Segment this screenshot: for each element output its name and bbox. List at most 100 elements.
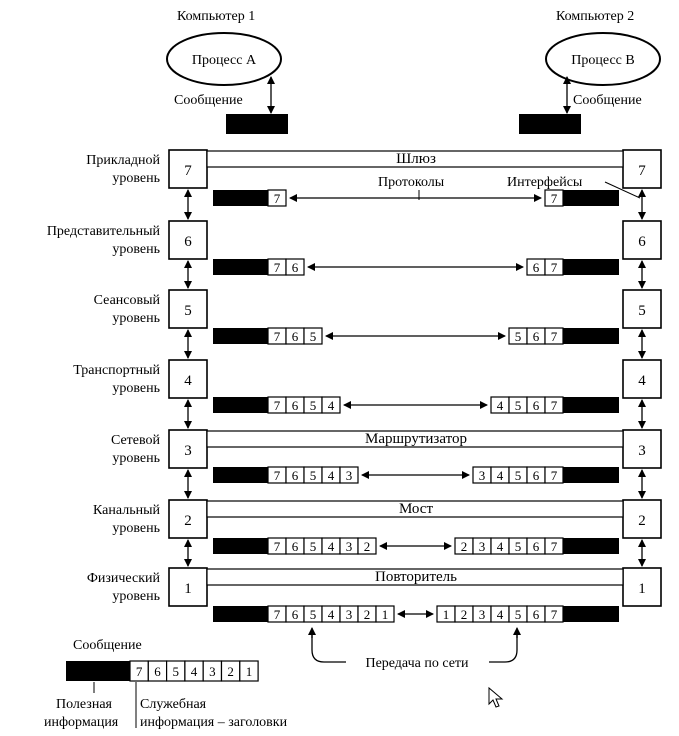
legend-header-label: 2 <box>227 664 234 679</box>
pdu-payload-right <box>563 328 619 344</box>
pdu-payload-right <box>563 538 619 554</box>
pdu-header-cell-left <box>303 327 323 345</box>
legend-message-label: Сообщение <box>73 638 142 653</box>
layer-number-right: 4 <box>638 373 646 389</box>
legend-header-label: 4 <box>191 664 198 679</box>
layer-name-suffix: уровень <box>112 242 160 257</box>
pdu-header-label-left: 5 <box>310 539 317 554</box>
pdu-header-label-left: 6 <box>292 329 299 344</box>
cursor-icon <box>488 686 504 708</box>
device-label: Маршрутизатор <box>365 431 467 447</box>
pdu-header-label-left: 5 <box>310 468 317 483</box>
layer-box-right <box>622 149 662 189</box>
pdu-header-label-right: 6 <box>533 398 540 413</box>
pdu-header-label-left: 7 <box>274 468 281 483</box>
layer-box-left <box>168 149 208 189</box>
layer-number-right: 5 <box>638 303 646 319</box>
layer-box-left <box>168 289 208 329</box>
layer-number-right: 3 <box>638 443 646 459</box>
layer-name-suffix: уровень <box>112 451 160 466</box>
layer-name-suffix: уровень <box>112 521 160 536</box>
pdu-header-label-right: 1 <box>443 607 450 622</box>
pdu-payload-left <box>213 397 268 413</box>
pdu-header-label-right: 7 <box>551 468 558 483</box>
layer-name: Сеансовый <box>94 293 161 308</box>
pdu-payload-left <box>213 467 268 483</box>
interfaces-pointer <box>604 181 641 199</box>
layer-number-left: 3 <box>184 443 192 459</box>
layer-box-right <box>622 429 662 469</box>
pdu-header-label-left: 5 <box>310 398 317 413</box>
layer-name: Физический <box>87 571 161 586</box>
pdu-header-label-left: 6 <box>292 539 299 554</box>
device-band <box>206 430 624 448</box>
pdu-header-label-right: 2 <box>461 539 468 554</box>
pdu-header-cell-left <box>357 537 377 555</box>
layer-name: Канальный <box>93 503 160 518</box>
layer-name: Сетевой <box>111 433 161 448</box>
interfaces-label: Интерфейсы <box>507 175 583 190</box>
legend-header-label: 3 <box>209 664 216 679</box>
layer-box-right <box>622 359 662 399</box>
pdu-payload-left <box>213 190 268 206</box>
pdu-payload-left <box>213 538 268 554</box>
legend-payload-line2: информация <box>44 715 119 730</box>
computer2-title: Компьютер 2 <box>556 9 634 24</box>
pdu-header-label-left: 5 <box>310 607 317 622</box>
network-bracket-left <box>311 633 346 663</box>
layer-number-left: 5 <box>184 303 192 319</box>
device-band <box>206 568 624 586</box>
pdu-header-label-left: 6 <box>292 398 299 413</box>
device-band <box>206 500 624 518</box>
layer-number-right: 6 <box>638 234 646 250</box>
pdu-header-label-right: 4 <box>497 468 504 483</box>
pdu-header-label-left: 6 <box>292 260 299 275</box>
pdu-header-label-left: 1 <box>382 607 389 622</box>
process-a-ellipse <box>166 32 282 86</box>
pdu-header-label-right: 3 <box>479 607 486 622</box>
pdu-header-label-left: 4 <box>328 539 335 554</box>
pdu-header-cell-left <box>339 466 359 484</box>
pdu-header-label-right: 6 <box>533 468 540 483</box>
pdu-header-label-right: 5 <box>515 398 522 413</box>
pdu-header-label-right: 6 <box>533 329 540 344</box>
layer-name: Транспортный <box>73 363 160 378</box>
pdu-header-label-left: 6 <box>292 607 299 622</box>
network-bracket-right <box>489 633 518 663</box>
pdu-header-label-left: 7 <box>274 539 281 554</box>
pdu-header-label-left: 2 <box>364 607 371 622</box>
layer-name-suffix: уровень <box>112 381 160 396</box>
layer-box-right <box>622 499 662 539</box>
layer-box-right <box>622 220 662 260</box>
pdu-header-label-right: 7 <box>551 607 558 622</box>
pdu-header-label-left: 3 <box>346 607 353 622</box>
layer-box-left <box>168 429 208 469</box>
pdu-header-label-left: 4 <box>328 398 335 413</box>
pdu-header-label-left: 2 <box>364 539 371 554</box>
message-b-label: Сообщение <box>573 93 642 108</box>
layer-box-right <box>622 567 662 607</box>
pdu-header-label-left: 3 <box>346 539 353 554</box>
device-band <box>206 150 624 168</box>
pdu-header-label-right: 6 <box>533 539 540 554</box>
pdu-header-label-right: 7 <box>551 191 558 206</box>
legend-payload-block <box>66 661 130 681</box>
pdu-payload-right <box>563 467 619 483</box>
pdu-header-label-right: 4 <box>497 398 504 413</box>
pdu-payload-right <box>563 259 619 275</box>
pdu-header-label-left: 4 <box>328 468 335 483</box>
network-label: Передача по сети <box>365 656 469 671</box>
pdu-header-label-left: 6 <box>292 468 299 483</box>
layer-box-left <box>168 359 208 399</box>
layer-name-suffix: уровень <box>112 171 160 186</box>
pdu-header-label-right: 3 <box>479 539 486 554</box>
pdu-header-label-right: 5 <box>515 329 522 344</box>
pdu-header-label-right: 7 <box>551 398 558 413</box>
pdu-header-label-right: 4 <box>497 607 504 622</box>
pdu-header-label-right: 7 <box>551 539 558 554</box>
layer-number-left: 1 <box>184 581 192 597</box>
pdu-header-label-left: 4 <box>328 607 335 622</box>
pdu-header-label-right: 2 <box>461 607 468 622</box>
